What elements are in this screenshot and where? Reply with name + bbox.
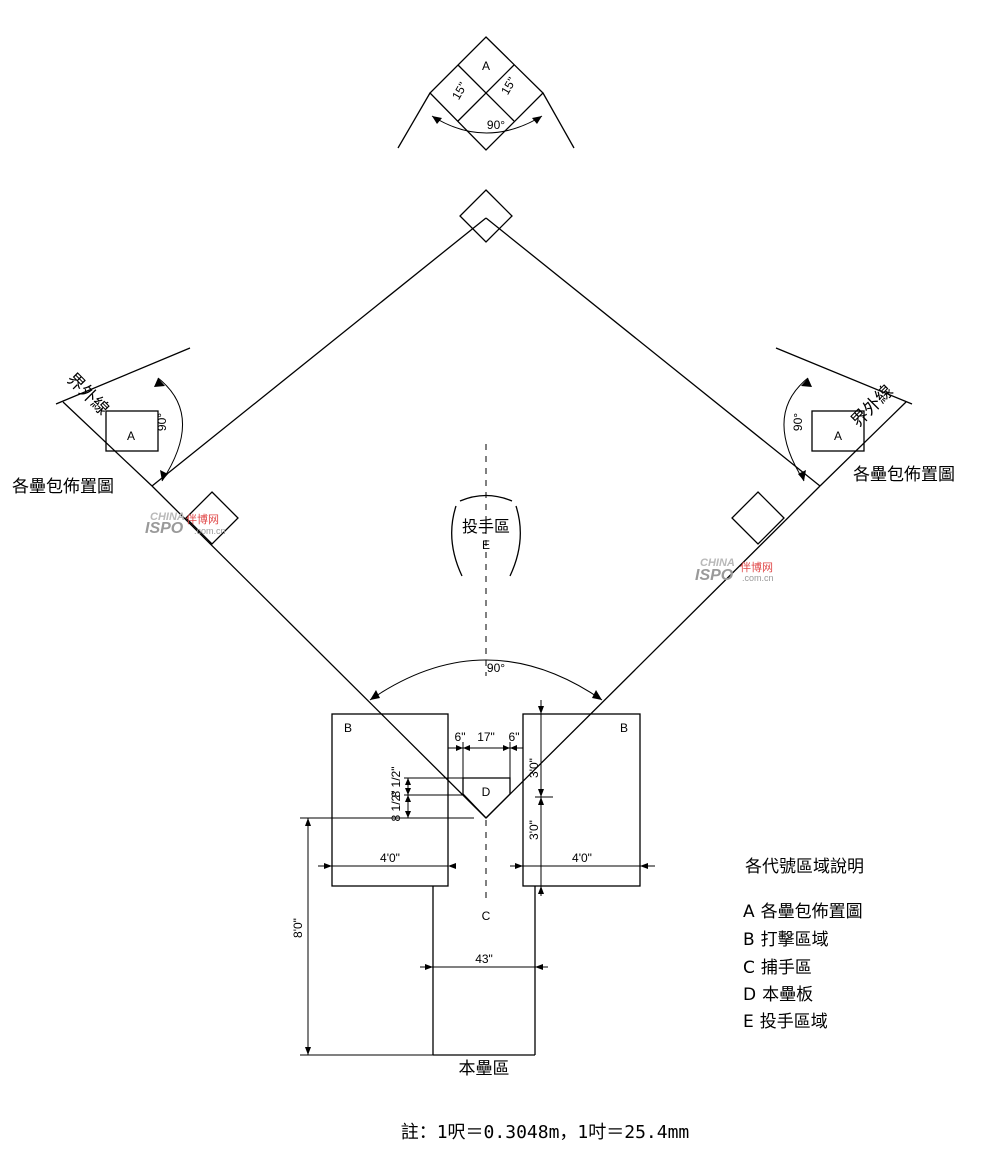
- watermark-right: CHINA ISPO 伴博网 .com.cn: [695, 557, 774, 584]
- dim-3ft-upper: 3'0": [527, 758, 541, 778]
- right-foul-line-label: 界外線: [847, 381, 897, 431]
- batter-boxes: B B: [331, 713, 641, 887]
- legend-text: 投手區域: [760, 1012, 828, 1032]
- legend-code: E: [743, 1012, 754, 1032]
- top-base-a-label: A: [482, 59, 490, 73]
- legend-text: 打擊區域: [761, 930, 829, 950]
- left-batter-box: [331, 713, 449, 887]
- right-base-a-label: A: [834, 429, 842, 443]
- home-angle: 90°: [369, 659, 603, 701]
- dim-4ft-right: 4'0": [572, 851, 592, 865]
- legend-item-d: D 本壘板: [743, 985, 813, 1005]
- legend-code: B: [743, 930, 755, 950]
- pitcher-area: 投手區 E: [451, 444, 521, 676]
- pitcher-e-label: E: [482, 538, 490, 552]
- right-base-layout-label: 各壘包佈置圖: [853, 465, 955, 485]
- left-foul-line-label: 界外線: [62, 369, 112, 419]
- dim-43in: 43": [475, 952, 493, 966]
- third-base-bag: [185, 491, 239, 545]
- dim-3ft-lower: 3'0": [527, 820, 541, 840]
- top-15in-left-label: 15": [449, 80, 470, 102]
- legend-title: 各代號區域說明: [745, 857, 864, 877]
- legend-text: 各壘包佈置圖: [761, 902, 863, 922]
- left-base-a-label: A: [127, 429, 135, 443]
- catcher-c-label: C: [482, 909, 491, 923]
- watermark-cn: 伴博网: [186, 513, 219, 526]
- right-90-degree-label: 90°: [791, 413, 805, 431]
- legend-item-e: E 投手區域: [743, 1012, 828, 1032]
- left-base-layout-label: 各壘包佈置圖: [12, 477, 114, 497]
- legend-text: 捕手區: [761, 958, 812, 978]
- home-plate-area: D 6" 17" 6" 8 1/2" 8 1/2" 3'0" 3'0": [318, 700, 655, 923]
- dim-8ft: 8'0": [291, 918, 305, 938]
- catcher-box: 43" 8'0" 本壘區: [291, 817, 548, 1079]
- second-base-bag: [459, 189, 513, 243]
- infield-diamond: [151, 189, 821, 819]
- right-batter-box: [522, 713, 641, 887]
- top-90-degree-label: 90°: [487, 118, 505, 132]
- dim-17in: 17": [477, 730, 495, 744]
- legend-text: 本壘板: [762, 985, 813, 1005]
- left-batter-b-label: B: [344, 721, 352, 735]
- legend: 各代號區域說明 A 各壘包佈置圖 B 打擊區域 C 捕手區 D 本壘板 E 投手區域: [743, 857, 864, 1032]
- right-base-detail: A 90° 界外線 各壘包佈置圖: [775, 347, 955, 487]
- second-base-detail: A 15" 15" 90°: [397, 36, 575, 151]
- dim-4ft-left: 4'0": [380, 851, 400, 865]
- left-90-degree-label: 90°: [155, 413, 169, 431]
- legend-item-a: A 各壘包佈置圖: [743, 902, 863, 922]
- watermark-brand: ISPO: [695, 567, 734, 584]
- home-area-label: 本壘區: [459, 1059, 510, 1079]
- watermark-domain: .com.cn: [742, 573, 774, 583]
- dim-half-2: 8 1/2": [389, 791, 403, 822]
- home-plate: [462, 777, 511, 819]
- watermark-brand: ISPO: [145, 520, 184, 537]
- legend-code: D: [743, 985, 756, 1005]
- legend-item-c: C 捕手區: [743, 958, 812, 978]
- unit-conversion-note: 註：1呎＝0.3048m，1吋＝25.4mm: [401, 1122, 690, 1143]
- right-batter-b-label: B: [620, 721, 628, 735]
- legend-item-b: B 打擊區域: [743, 930, 829, 950]
- legend-code: C: [743, 958, 755, 978]
- home-plate-d-label: D: [482, 785, 491, 799]
- watermark-top: CHINA: [150, 511, 185, 523]
- dim-6in-right: 6": [509, 730, 520, 744]
- watermark-cn: 伴博网: [740, 561, 773, 574]
- watermark-top: CHINA: [700, 557, 735, 569]
- watermark-left: CHINA ISPO 伴博网 .com.cn: [145, 511, 226, 537]
- dim-6in-left: 6": [455, 730, 466, 744]
- first-base-bag: [731, 491, 785, 545]
- home-90-degree-label: 90°: [487, 661, 505, 675]
- watermark-domain: .com.cn: [194, 526, 226, 536]
- pitcher-area-label: 投手區: [462, 517, 510, 536]
- left-base-detail: A 90° 界外線 各壘包佈置圖: [12, 347, 191, 497]
- legend-code: A: [743, 902, 755, 922]
- dim-half-1: 8 1/2": [389, 767, 403, 798]
